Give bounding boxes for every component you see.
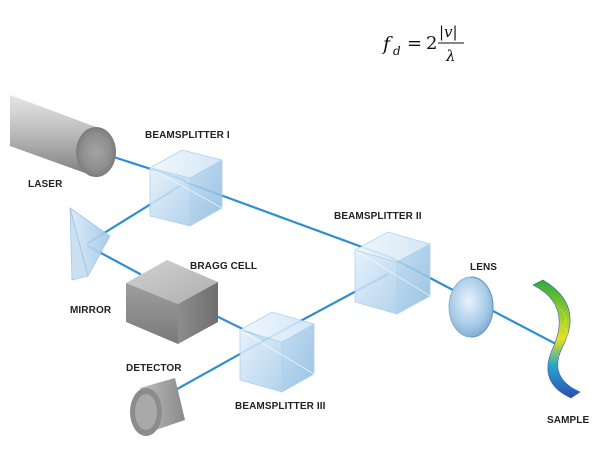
formula-equals: =: [407, 33, 422, 54]
label-lens: LENS: [470, 262, 497, 273]
lens: [448, 276, 494, 338]
formula-lhs-subscript: d: [393, 44, 401, 58]
label-beamsplitter-2: BEAMSPLITTER II: [334, 211, 422, 222]
formula-coefficient: 2: [426, 33, 437, 54]
beamsplitter-1: [148, 149, 224, 227]
doppler-formula: f d = 2 |v| λ: [381, 23, 464, 65]
label-mirror: MIRROR: [70, 305, 112, 316]
label-detector: DETECTOR: [126, 363, 182, 374]
laser: [10, 95, 116, 177]
detector: [130, 378, 185, 436]
label-beamsplitter-1: BEAMSPLITTER I: [145, 130, 230, 141]
label-laser: LASER: [28, 179, 63, 190]
beamsplitter-2: [353, 231, 432, 315]
formula-numerator: |v|: [439, 23, 458, 41]
label-sample: SAMPLE: [547, 415, 589, 426]
label-beamsplitter-3: BEAMSPLITTER III: [235, 401, 326, 412]
beamsplitter-3: [238, 311, 316, 393]
formula-lhs-symbol: f: [381, 33, 393, 55]
label-bragg-cell: BRAGG CELL: [190, 261, 257, 272]
sample: [532, 279, 581, 399]
formula-denominator: λ: [445, 47, 456, 65]
mirror: [69, 207, 111, 281]
bragg-cell: [126, 260, 218, 344]
